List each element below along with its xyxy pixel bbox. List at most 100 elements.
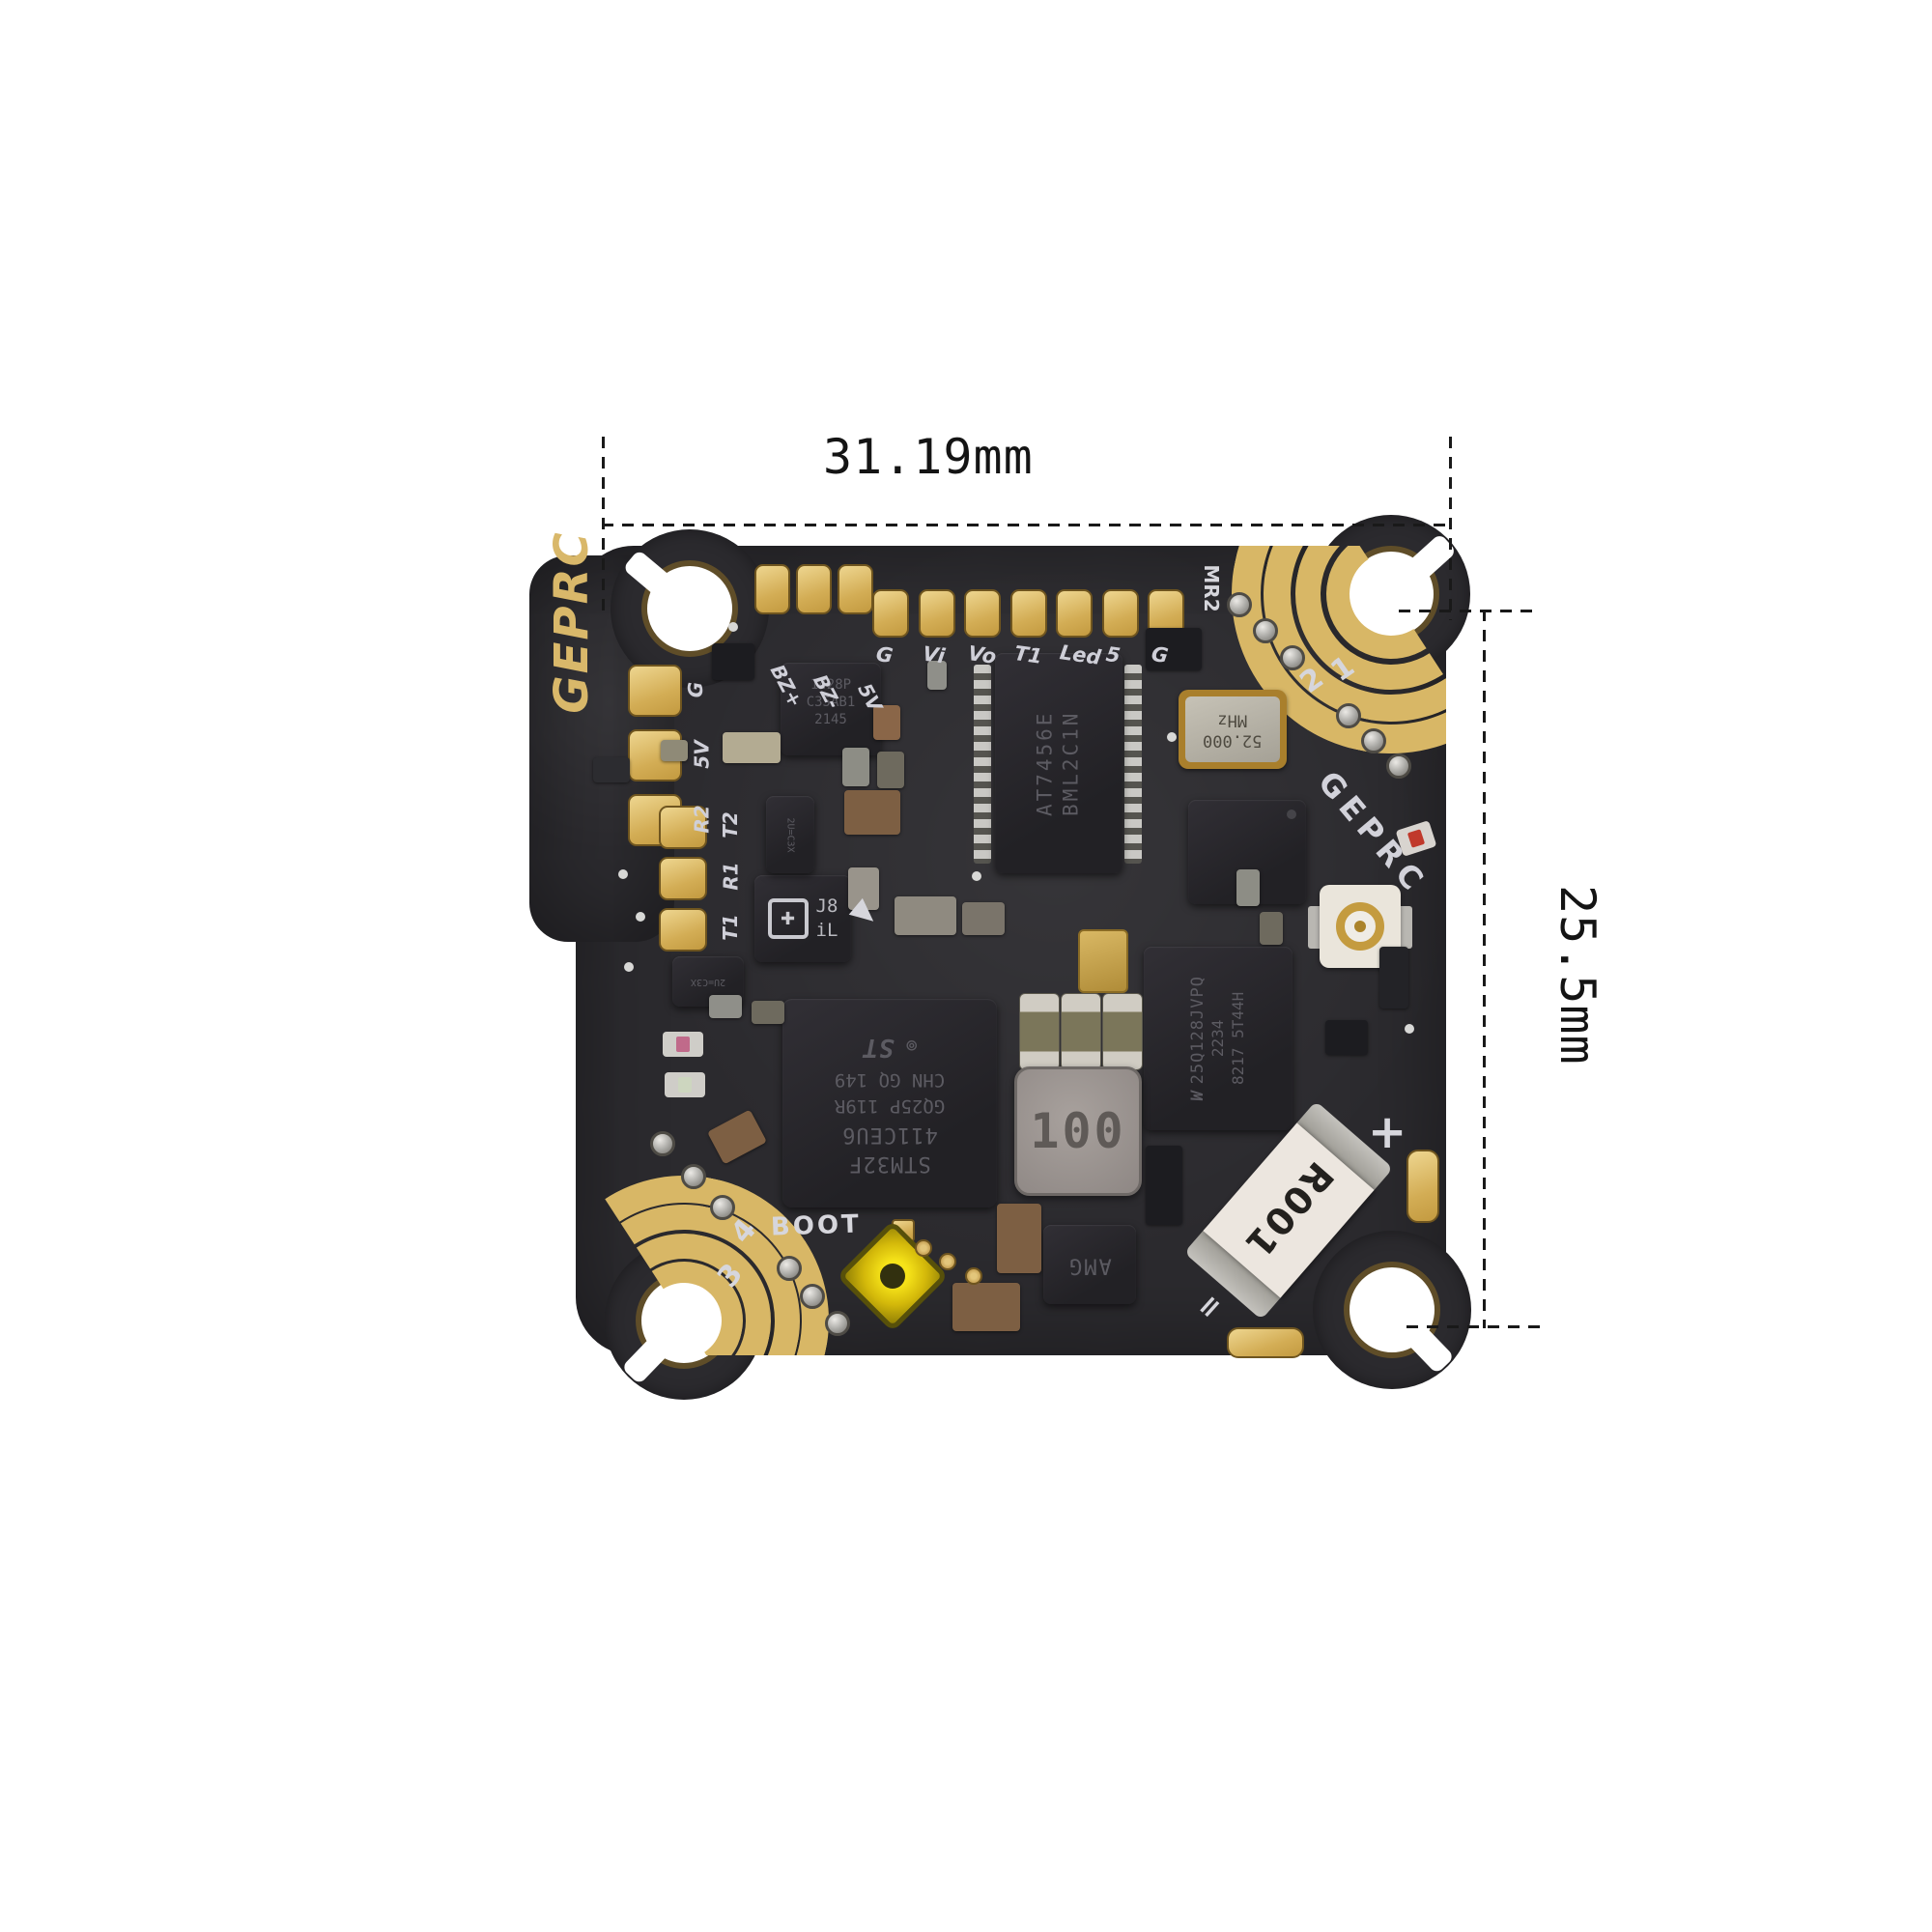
- uart-pad-label: MR2: [1200, 564, 1223, 612]
- passive-component: [1146, 628, 1202, 670]
- chip-marking: 411CEU6: [841, 1122, 938, 1147]
- crystal-oscillator: 52.000 MHz: [1179, 690, 1287, 769]
- passive-component: [927, 661, 947, 690]
- solder-pad-top: [872, 589, 909, 638]
- solder-pad-top: [1009, 589, 1047, 638]
- height-dim-extension-top: [1399, 610, 1540, 612]
- boot-button-plunger: [874, 1258, 911, 1294]
- chip-marking: STM32F: [848, 1151, 931, 1177]
- passive-component: [873, 705, 900, 740]
- solder-bump: [710, 1195, 735, 1220]
- solder-pad-left-lower: [659, 908, 707, 952]
- solder-bump: [650, 1131, 675, 1156]
- battery-pad-positive: [1406, 1150, 1439, 1223]
- pad-label-left-lower: T2: [718, 811, 742, 838]
- chip-marking: GQ25P 119R: [834, 1095, 946, 1117]
- st-logo: ST: [862, 1032, 895, 1062]
- gold-via: [915, 1239, 932, 1257]
- pad-label-top: Led: [1058, 640, 1103, 669]
- passive-component: [877, 752, 904, 788]
- solder-pad-left-lower: [659, 806, 707, 849]
- solder-bump: [777, 1256, 802, 1281]
- width-dim-line: [602, 524, 1452, 526]
- passive-component: [709, 995, 742, 1018]
- passive-component: [593, 757, 630, 782]
- inductor-value: 100: [1030, 1103, 1126, 1159]
- solder-bump: [1280, 645, 1305, 670]
- chip-marking: C35AB1: [806, 695, 856, 711]
- passive-component: [752, 1001, 784, 1024]
- ufl-solder-tab: [1397, 906, 1412, 949]
- passive-component: [661, 740, 688, 761]
- solder-bump: [1386, 753, 1411, 779]
- solder-pad-buzzer: [838, 564, 873, 614]
- passive-component: [1379, 947, 1408, 1009]
- chip-marking: CHN GQ 149: [834, 1069, 946, 1092]
- chip-marking: 8217 5T44H: [1229, 991, 1248, 1086]
- chip-marking: 2145: [814, 712, 847, 728]
- mcu-chip: STM32F 411CEU6 GQ25P 119R CHN GQ 149 ⊚ S…: [782, 999, 997, 1208]
- baro-logo-icon: ✚: [767, 898, 809, 939]
- pad-label-top: Vi: [921, 641, 947, 668]
- via-dot: [728, 622, 738, 632]
- pin1-dot: [1287, 810, 1296, 819]
- via-dot: [624, 962, 634, 972]
- winbond-logo: W: [1188, 1090, 1208, 1101]
- solder-pad-top: [1101, 589, 1139, 638]
- sot23-chip: 2U=C3X: [766, 796, 814, 873]
- pad-label-top: Vo: [966, 641, 998, 668]
- solder-bump: [1253, 618, 1278, 643]
- chip-marking: AMG: [1067, 1253, 1112, 1278]
- pad-label-top: G: [1150, 641, 1170, 668]
- pad-label-top: T1: [1012, 641, 1044, 668]
- passive-component: [723, 732, 781, 763]
- solder-bump: [825, 1311, 850, 1336]
- ufl-antenna-connector: [1308, 885, 1412, 968]
- passive-component: [1260, 912, 1283, 945]
- power-inductor: 100: [1014, 1066, 1142, 1196]
- height-dim-label: 25.5mm: [1549, 885, 1605, 1065]
- solder-bump: [800, 1284, 825, 1309]
- chip-marking: BML2C1N: [1059, 710, 1083, 816]
- width-dim-label: 31.19mm: [823, 429, 1034, 485]
- via-dot: [1405, 1024, 1414, 1034]
- flash-chip: W25Q128JVPQ 2234 8217 5T44H: [1144, 947, 1293, 1130]
- solder-pad-buzzer: [796, 564, 832, 614]
- chip-marking: iL: [815, 920, 838, 941]
- chip-marking: 2U=C3X: [690, 976, 726, 987]
- chip-marking: 1428P: [810, 677, 852, 693]
- passive-component: [842, 748, 869, 786]
- via-dot: [1167, 732, 1177, 742]
- passive-component: [895, 896, 956, 935]
- osd-chip: AT7456E BML2C1N: [995, 653, 1122, 873]
- pmu-chip: AMG: [1043, 1225, 1136, 1304]
- mlcc-capacitor: [1102, 993, 1143, 1070]
- solder-bump: [681, 1164, 706, 1189]
- width-dim-extension-right: [1449, 437, 1452, 620]
- solder-pad-left-upper: [628, 665, 682, 717]
- status-led: [665, 1072, 705, 1097]
- passive-component: [844, 790, 900, 835]
- status-led: [663, 1032, 703, 1057]
- crystal-unit: MHz: [1217, 710, 1248, 729]
- chip-marking: AT7456E: [1033, 710, 1057, 816]
- solder-pad-left-lower: [659, 857, 707, 900]
- mlcc-capacitor: [1019, 993, 1060, 1070]
- passive-component: [848, 867, 879, 910]
- height-dim-line: [1483, 610, 1486, 1328]
- gold-resonator: [1078, 929, 1128, 993]
- pad-label-left-upper: G: [684, 681, 708, 698]
- via-dot: [972, 871, 981, 881]
- pad-label-left-lower: T1: [718, 914, 742, 941]
- osd-pins-left: [974, 665, 991, 864]
- solder-pad-top: [918, 589, 955, 638]
- pad-label-left-upper: R2: [690, 805, 714, 834]
- regulator-chip: 1428P C35AB1 2145: [781, 663, 881, 755]
- chip-marking: 2U=C3X: [784, 816, 796, 853]
- passive-component: [997, 1204, 1041, 1273]
- pad-label-left-lower: R1: [719, 862, 743, 891]
- passive-component: [1236, 869, 1260, 906]
- solder-bump: [1336, 703, 1361, 728]
- passive-component: [712, 643, 754, 680]
- pad-label-top: G: [874, 641, 895, 668]
